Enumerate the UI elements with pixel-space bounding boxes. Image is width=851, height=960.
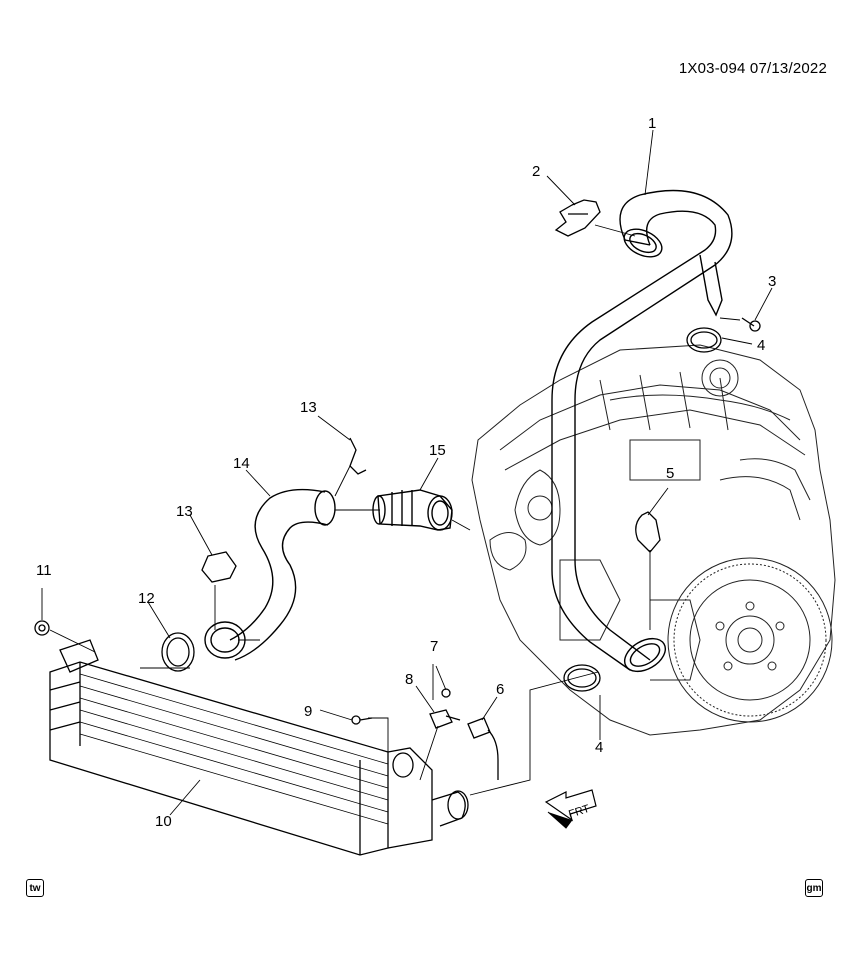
front-direction-arrow: FRT: [544, 789, 597, 829]
part-6-connector: [467, 717, 499, 780]
part-5-clip: [635, 511, 661, 553]
callout-11: 11: [36, 562, 52, 579]
callout-10: 10: [155, 813, 172, 830]
callout-6: 6: [496, 681, 504, 698]
callout-4-upper: 4: [757, 337, 765, 354]
gm-logo: gm: [805, 879, 823, 897]
part-3-bolt: [741, 317, 761, 332]
document-id: 1X03-094: [678, 60, 746, 77]
callout-12: 12: [138, 590, 155, 607]
part-4-seal-upper: [686, 327, 722, 353]
part-4-seal-lower-inner: [567, 668, 597, 688]
engine-assembly: [471, 344, 836, 736]
part-1-charge-air-pipe: [551, 189, 733, 673]
part-2-clamp: [554, 199, 601, 237]
callout-15: 15: [429, 442, 446, 459]
callout-7: 7: [430, 638, 438, 655]
tw-badge: tw: [26, 879, 44, 897]
callout-8: 8: [405, 671, 413, 688]
callout-4-lower: 4: [595, 739, 603, 756]
callout-5: 5: [666, 465, 674, 482]
callout-3: 3: [768, 273, 776, 290]
part-9-bolt: [351, 715, 373, 725]
document-id-label: 1X03-094 07/13/2022: [679, 60, 827, 77]
callout-13-lower: 13: [176, 503, 193, 520]
part-13-clip-lower: [201, 551, 237, 583]
callout-14: 14: [233, 455, 250, 472]
part-14-hose: [204, 488, 336, 661]
part-11-nut: [34, 620, 50, 636]
part-13-clip-upper: [349, 437, 367, 475]
callout-1: 1: [648, 115, 656, 132]
callout-9: 9: [304, 703, 312, 720]
part-12-seal: [161, 632, 195, 672]
part-12-seal-inner: [166, 637, 190, 667]
part-4-seal-lower: [563, 664, 601, 692]
part-8-sensor: [429, 709, 461, 729]
arrow-icon: [544, 789, 597, 822]
part-4-seal-upper-inner: [690, 331, 718, 349]
callouts: 1 2 3 4 4 5 6 7 8 9 10 11 12 13 13 14 15: [36, 115, 776, 830]
part-10-charge-air-cooler: [49, 639, 469, 856]
part-7-bolt: [441, 688, 451, 698]
document-date: 07/13/2022: [749, 60, 827, 77]
callout-13-upper: 13: [300, 399, 317, 416]
callout-2: 2: [532, 163, 540, 180]
flywheel: [667, 557, 833, 723]
leader-lines: [41, 129, 773, 816]
part-15-resonator: [372, 489, 453, 531]
